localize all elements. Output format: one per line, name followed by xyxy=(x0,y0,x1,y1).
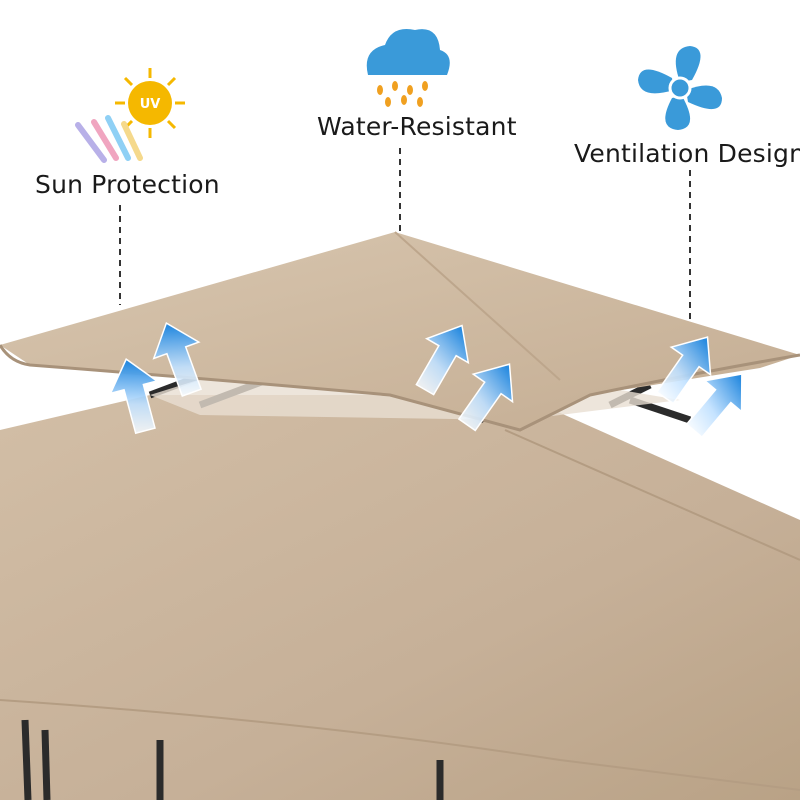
lower-canopy-ridge xyxy=(504,429,800,561)
sun-protection-label: Sun Protection xyxy=(35,170,220,199)
upper-canopy-ridge xyxy=(394,231,561,381)
fan-icon xyxy=(638,46,722,130)
lower-canopy xyxy=(0,395,800,800)
uv-badge: UV xyxy=(140,97,161,112)
upper-canopy-valance xyxy=(0,344,800,432)
uv-sun-icon: UV xyxy=(75,68,185,163)
water-resistant-label: Water-Resistant xyxy=(317,112,517,141)
rain-cloud-icon xyxy=(366,29,450,107)
ventilation-design-label: Ventilation Design xyxy=(574,139,800,168)
upper-canopy xyxy=(0,232,800,430)
lower-canopy-edge xyxy=(0,699,800,791)
